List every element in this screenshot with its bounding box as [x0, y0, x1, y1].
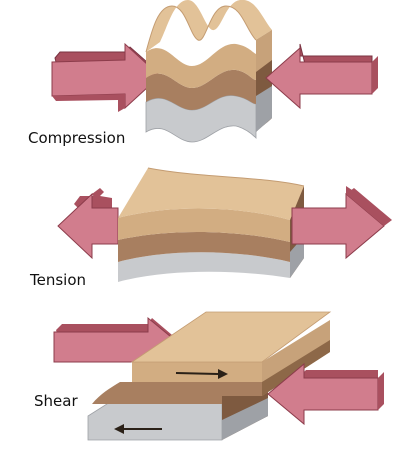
shear-right-arrow-icon [267, 362, 384, 426]
shear-upper-motion-arrow-icon [175, 369, 228, 379]
tension-block [118, 167, 305, 282]
tension-left-arrow-icon [57, 188, 119, 260]
shear-block [87, 311, 332, 441]
compression-panel [51, 0, 378, 143]
compression-left-arrow-icon [51, 42, 161, 112]
compression-block [145, 0, 272, 143]
shear-label: Shear [34, 392, 78, 410]
compression-right-arrow-icon [265, 43, 378, 110]
tension-panel [57, 167, 392, 282]
compression-label: Compression [28, 129, 126, 147]
shear-lower-motion-arrow-icon [114, 424, 162, 434]
tension-label: Tension [30, 271, 87, 289]
shear-panel [53, 311, 384, 441]
tension-right-arrow-icon [291, 186, 392, 260]
